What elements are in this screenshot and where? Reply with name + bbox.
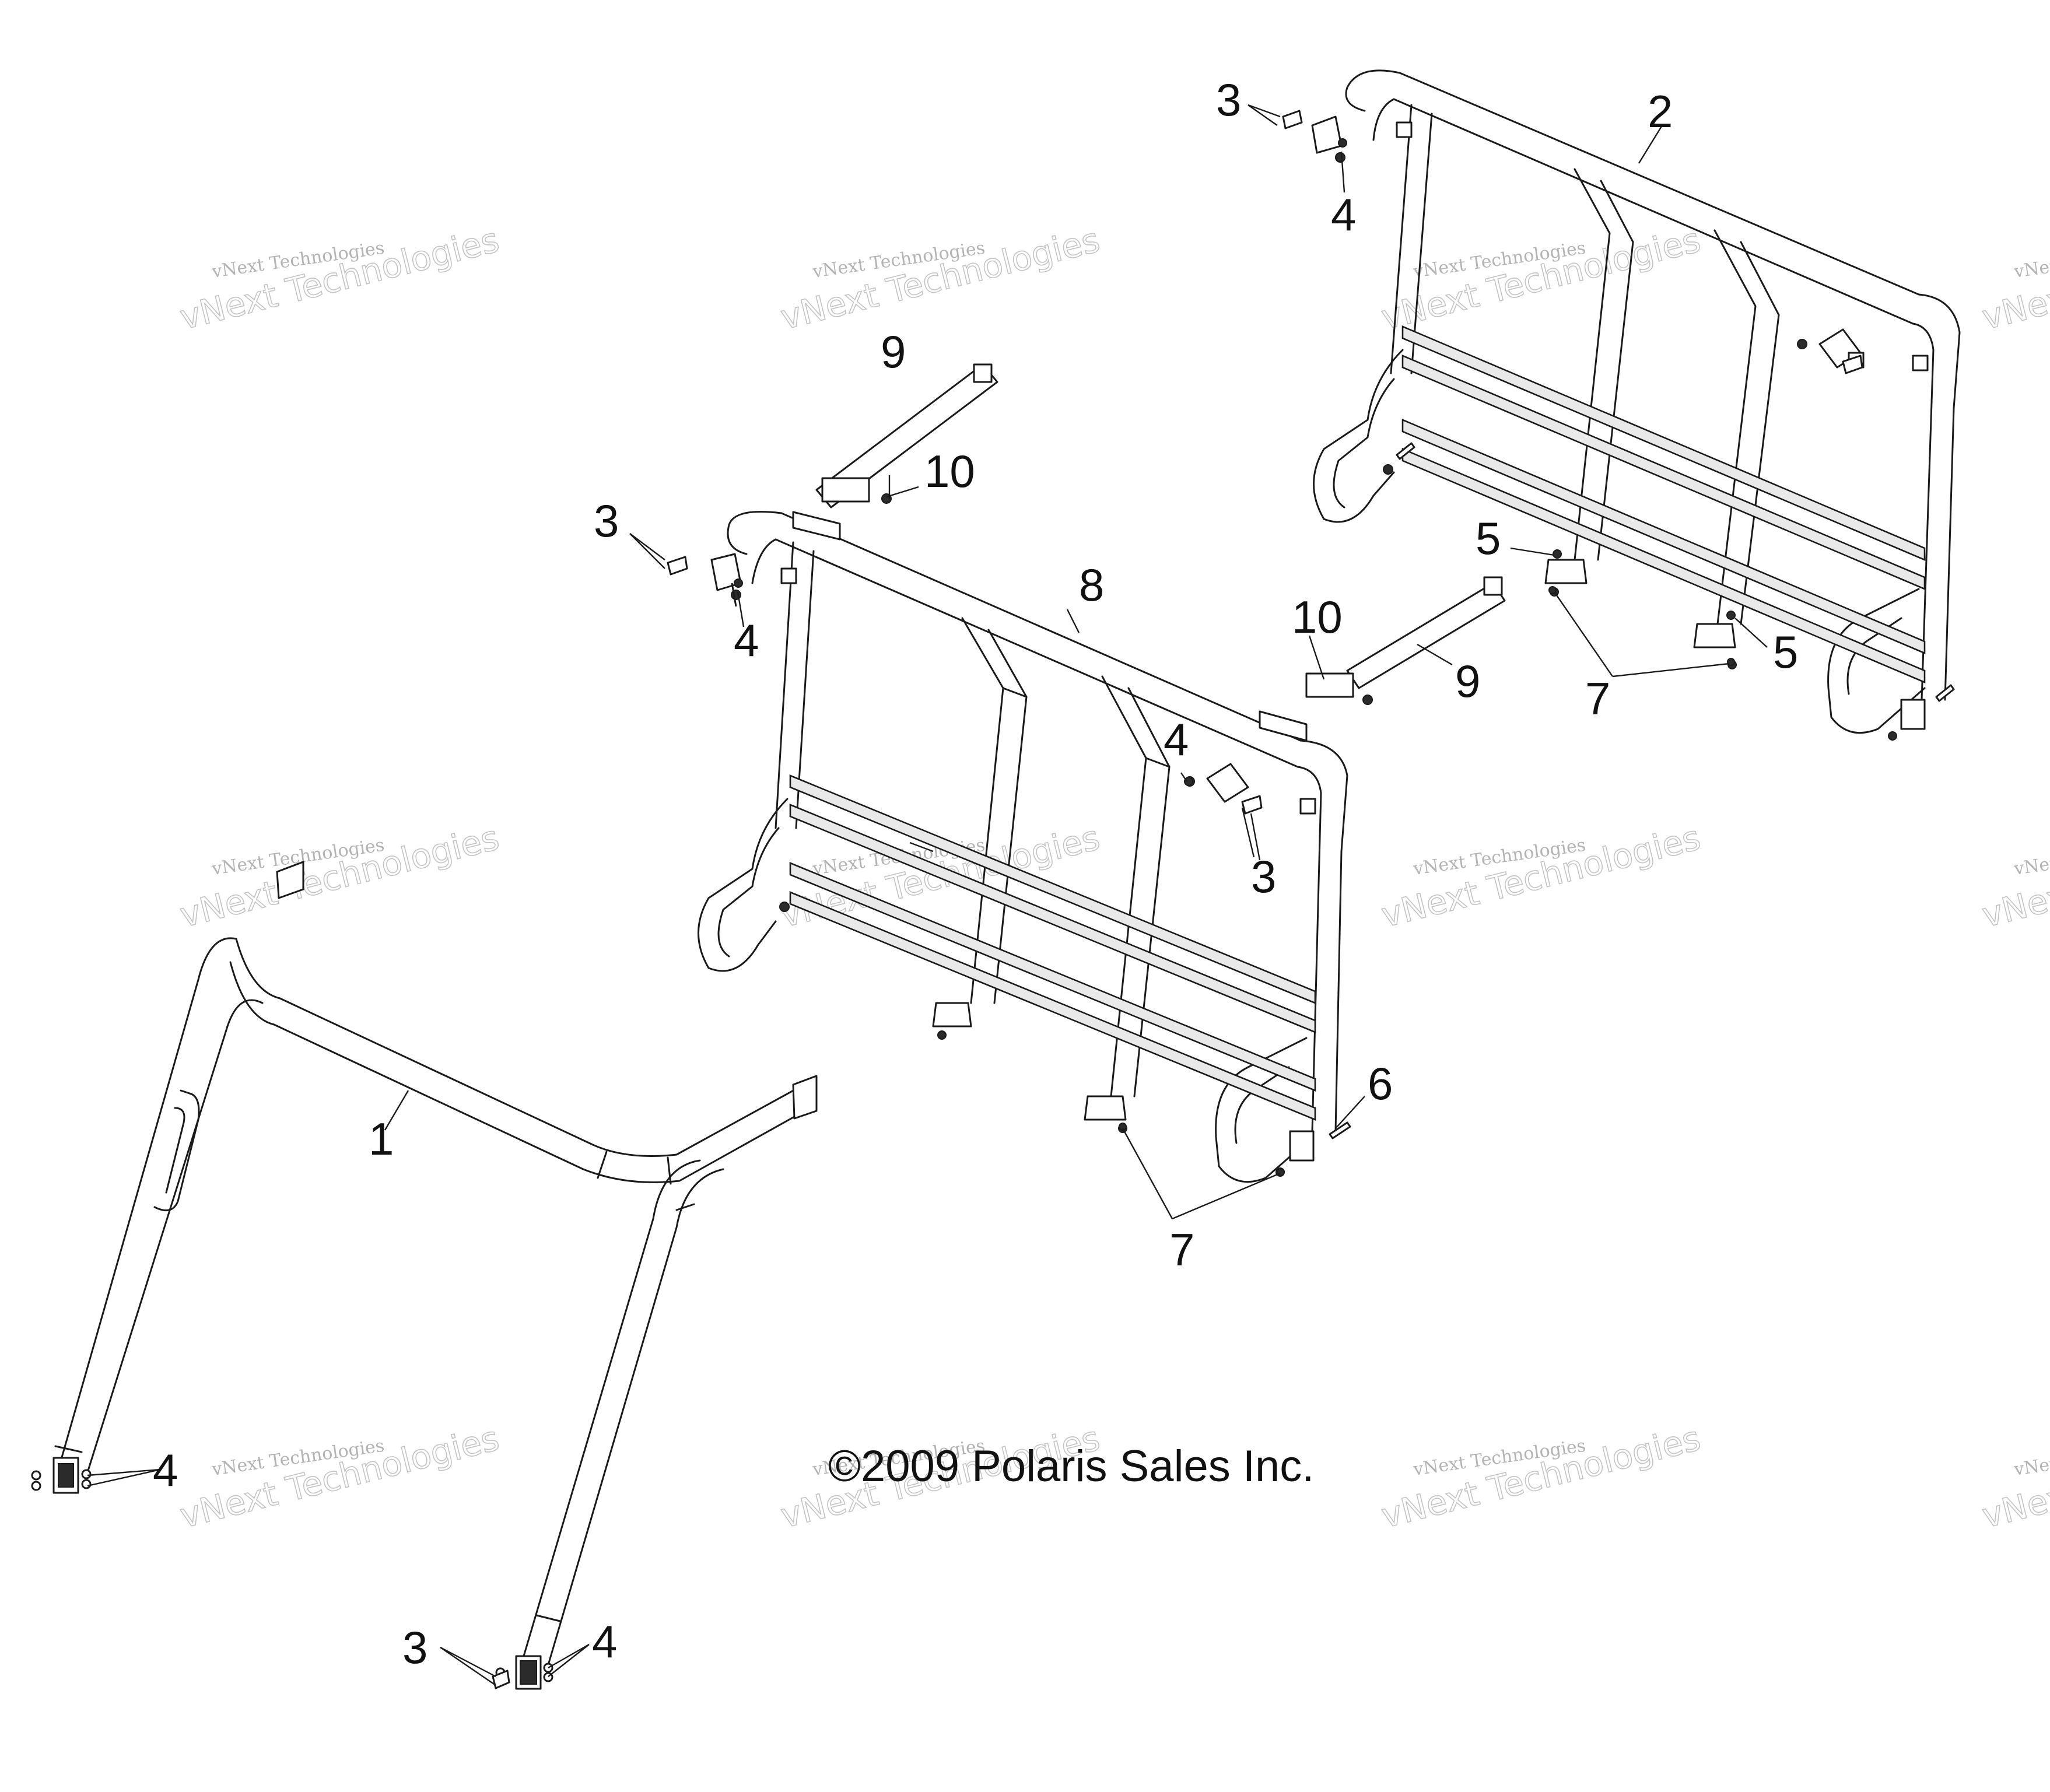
watermark: vNext Technologies vNext Technologies bbox=[1377, 219, 1705, 338]
callout-7: 7 bbox=[1169, 1224, 1194, 1275]
watermark-layer: vNext Technologies vNext Technologies vN… bbox=[176, 219, 2050, 1536]
brace-tube-part-9-upper bbox=[815, 363, 998, 509]
callout-labels: 1 2 3 4 3 4 9 10 8 10 9 5 5 7 4 3 6 7 4 … bbox=[153, 74, 1798, 1673]
hardware-parts bbox=[492, 110, 1863, 1689]
leader-lines bbox=[87, 104, 1768, 1686]
callout-5: 5 bbox=[1476, 513, 1501, 564]
callout-7: 7 bbox=[1585, 673, 1610, 724]
copyright-text: ©2009 Polaris Sales Inc. bbox=[828, 1442, 1314, 1491]
callout-2: 2 bbox=[1648, 86, 1673, 137]
callout-4: 4 bbox=[592, 1616, 617, 1667]
svg-text:vNext Technologies: vNext Technologies bbox=[1978, 818, 2050, 935]
callout-3: 3 bbox=[402, 1622, 427, 1673]
callout-3: 3 bbox=[1251, 851, 1276, 902]
callout-10: 10 bbox=[924, 446, 975, 497]
callout-4: 4 bbox=[734, 615, 759, 666]
callout-5: 5 bbox=[1773, 626, 1798, 678]
watermark: vNext Technologies vNext Technologies bbox=[1377, 1418, 1705, 1536]
watermark: vNext Technologies vNext Technologies bbox=[776, 219, 1104, 338]
svg-text:vNext Technologies: vNext Technologies bbox=[2012, 238, 2050, 282]
callout-9: 9 bbox=[1455, 655, 1480, 707]
watermark: vNext Technologies vNext Technologies bbox=[176, 1418, 503, 1536]
svg-text:vNext Technologies: vNext Technologies bbox=[2012, 835, 2050, 879]
svg-text:vNext Technologies: vNext Technologies bbox=[2012, 1436, 2050, 1480]
callout-4: 4 bbox=[1164, 714, 1189, 765]
callout-6: 6 bbox=[1368, 1058, 1393, 1109]
watermark: vNext Technologies vNext Technologies bbox=[1377, 817, 1705, 935]
svg-text:vNext Technologies: vNext Technologies bbox=[1978, 1418, 2050, 1536]
front-roll-bar-part-1 bbox=[31, 861, 818, 1690]
callout-8: 8 bbox=[1079, 559, 1104, 611]
brace-tube-part-9-lower bbox=[1305, 576, 1506, 705]
rear-cage-part-2 bbox=[1311, 69, 1961, 741]
watermark: vNext Technologies vNext Technologies bbox=[1978, 1418, 2050, 1536]
callout-3: 3 bbox=[594, 495, 619, 546]
callout-1: 1 bbox=[369, 1113, 394, 1165]
callout-10: 10 bbox=[1292, 591, 1343, 643]
watermark: vNext Technologies vNext Technologies bbox=[1978, 219, 2050, 338]
middle-cage-part-8 bbox=[698, 511, 1351, 1183]
callout-4: 4 bbox=[153, 1444, 178, 1496]
callout-4: 4 bbox=[1331, 189, 1356, 240]
watermark: vNext Technologies vNext Technologies bbox=[176, 219, 503, 338]
watermark: vNext Technologies vNext Technologies bbox=[1978, 817, 2050, 935]
callout-3: 3 bbox=[1216, 74, 1241, 125]
callout-9: 9 bbox=[881, 326, 906, 377]
watermark: vNext Technologies vNext Technologies bbox=[176, 817, 503, 935]
